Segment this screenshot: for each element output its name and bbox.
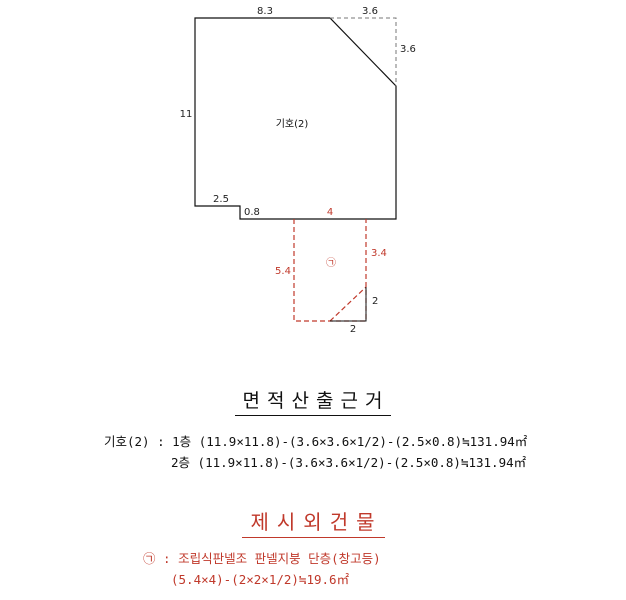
- annex-dim-left: 5.4: [275, 266, 291, 277]
- annex-outline: [293, 219, 367, 322]
- dim-bottom-right: 4: [327, 207, 333, 218]
- annex-dim-corner-height: 2: [372, 296, 378, 307]
- main-building-label: 기호(2): [276, 118, 309, 130]
- annex-dim-right: 3.4: [371, 248, 387, 259]
- dim-step-height: 0.8: [244, 207, 260, 218]
- annex-dim-corner-width: 2: [350, 324, 356, 335]
- dim-left: 11: [180, 109, 193, 120]
- main-building-outline: [194, 17, 397, 220]
- annex-diagonal: [329, 286, 367, 322]
- calculation-line-1: 기호(2) : 1층 (11.9×11.8)-(3.6×3.6×1/2)-(2.…: [104, 434, 528, 449]
- annex-corner-cut: [330, 287, 367, 322]
- dim-bottom-step: 2.5: [213, 194, 229, 205]
- external-line-1: ㉠ : 조립식판넬조 판넬지붕 단층(창고등): [143, 551, 381, 566]
- external-line-2: (5.4×4)-(2×2×1/2)≒19.6㎡: [171, 572, 350, 587]
- dim-top-cut: 3.6: [362, 6, 378, 17]
- dim-top: 8.3: [257, 6, 273, 17]
- corner-cut-dashed: [330, 17, 397, 86]
- calculation-line-2: 2층 (11.9×11.8)-(3.6×3.6×1/2)-(2.5×0.8)≒1…: [171, 455, 527, 470]
- annex-label: ㉠: [326, 257, 336, 269]
- dim-right-cut: 3.6: [400, 44, 416, 55]
- floor-plan: 8.3 3.6 3.6 11 2.5 0.8 4 기호(2) 5.4 3.4 2…: [180, 6, 416, 335]
- calculation-title: 면적산출근거: [0, 386, 626, 416]
- external-building-title: 제시외건물: [0, 506, 626, 538]
